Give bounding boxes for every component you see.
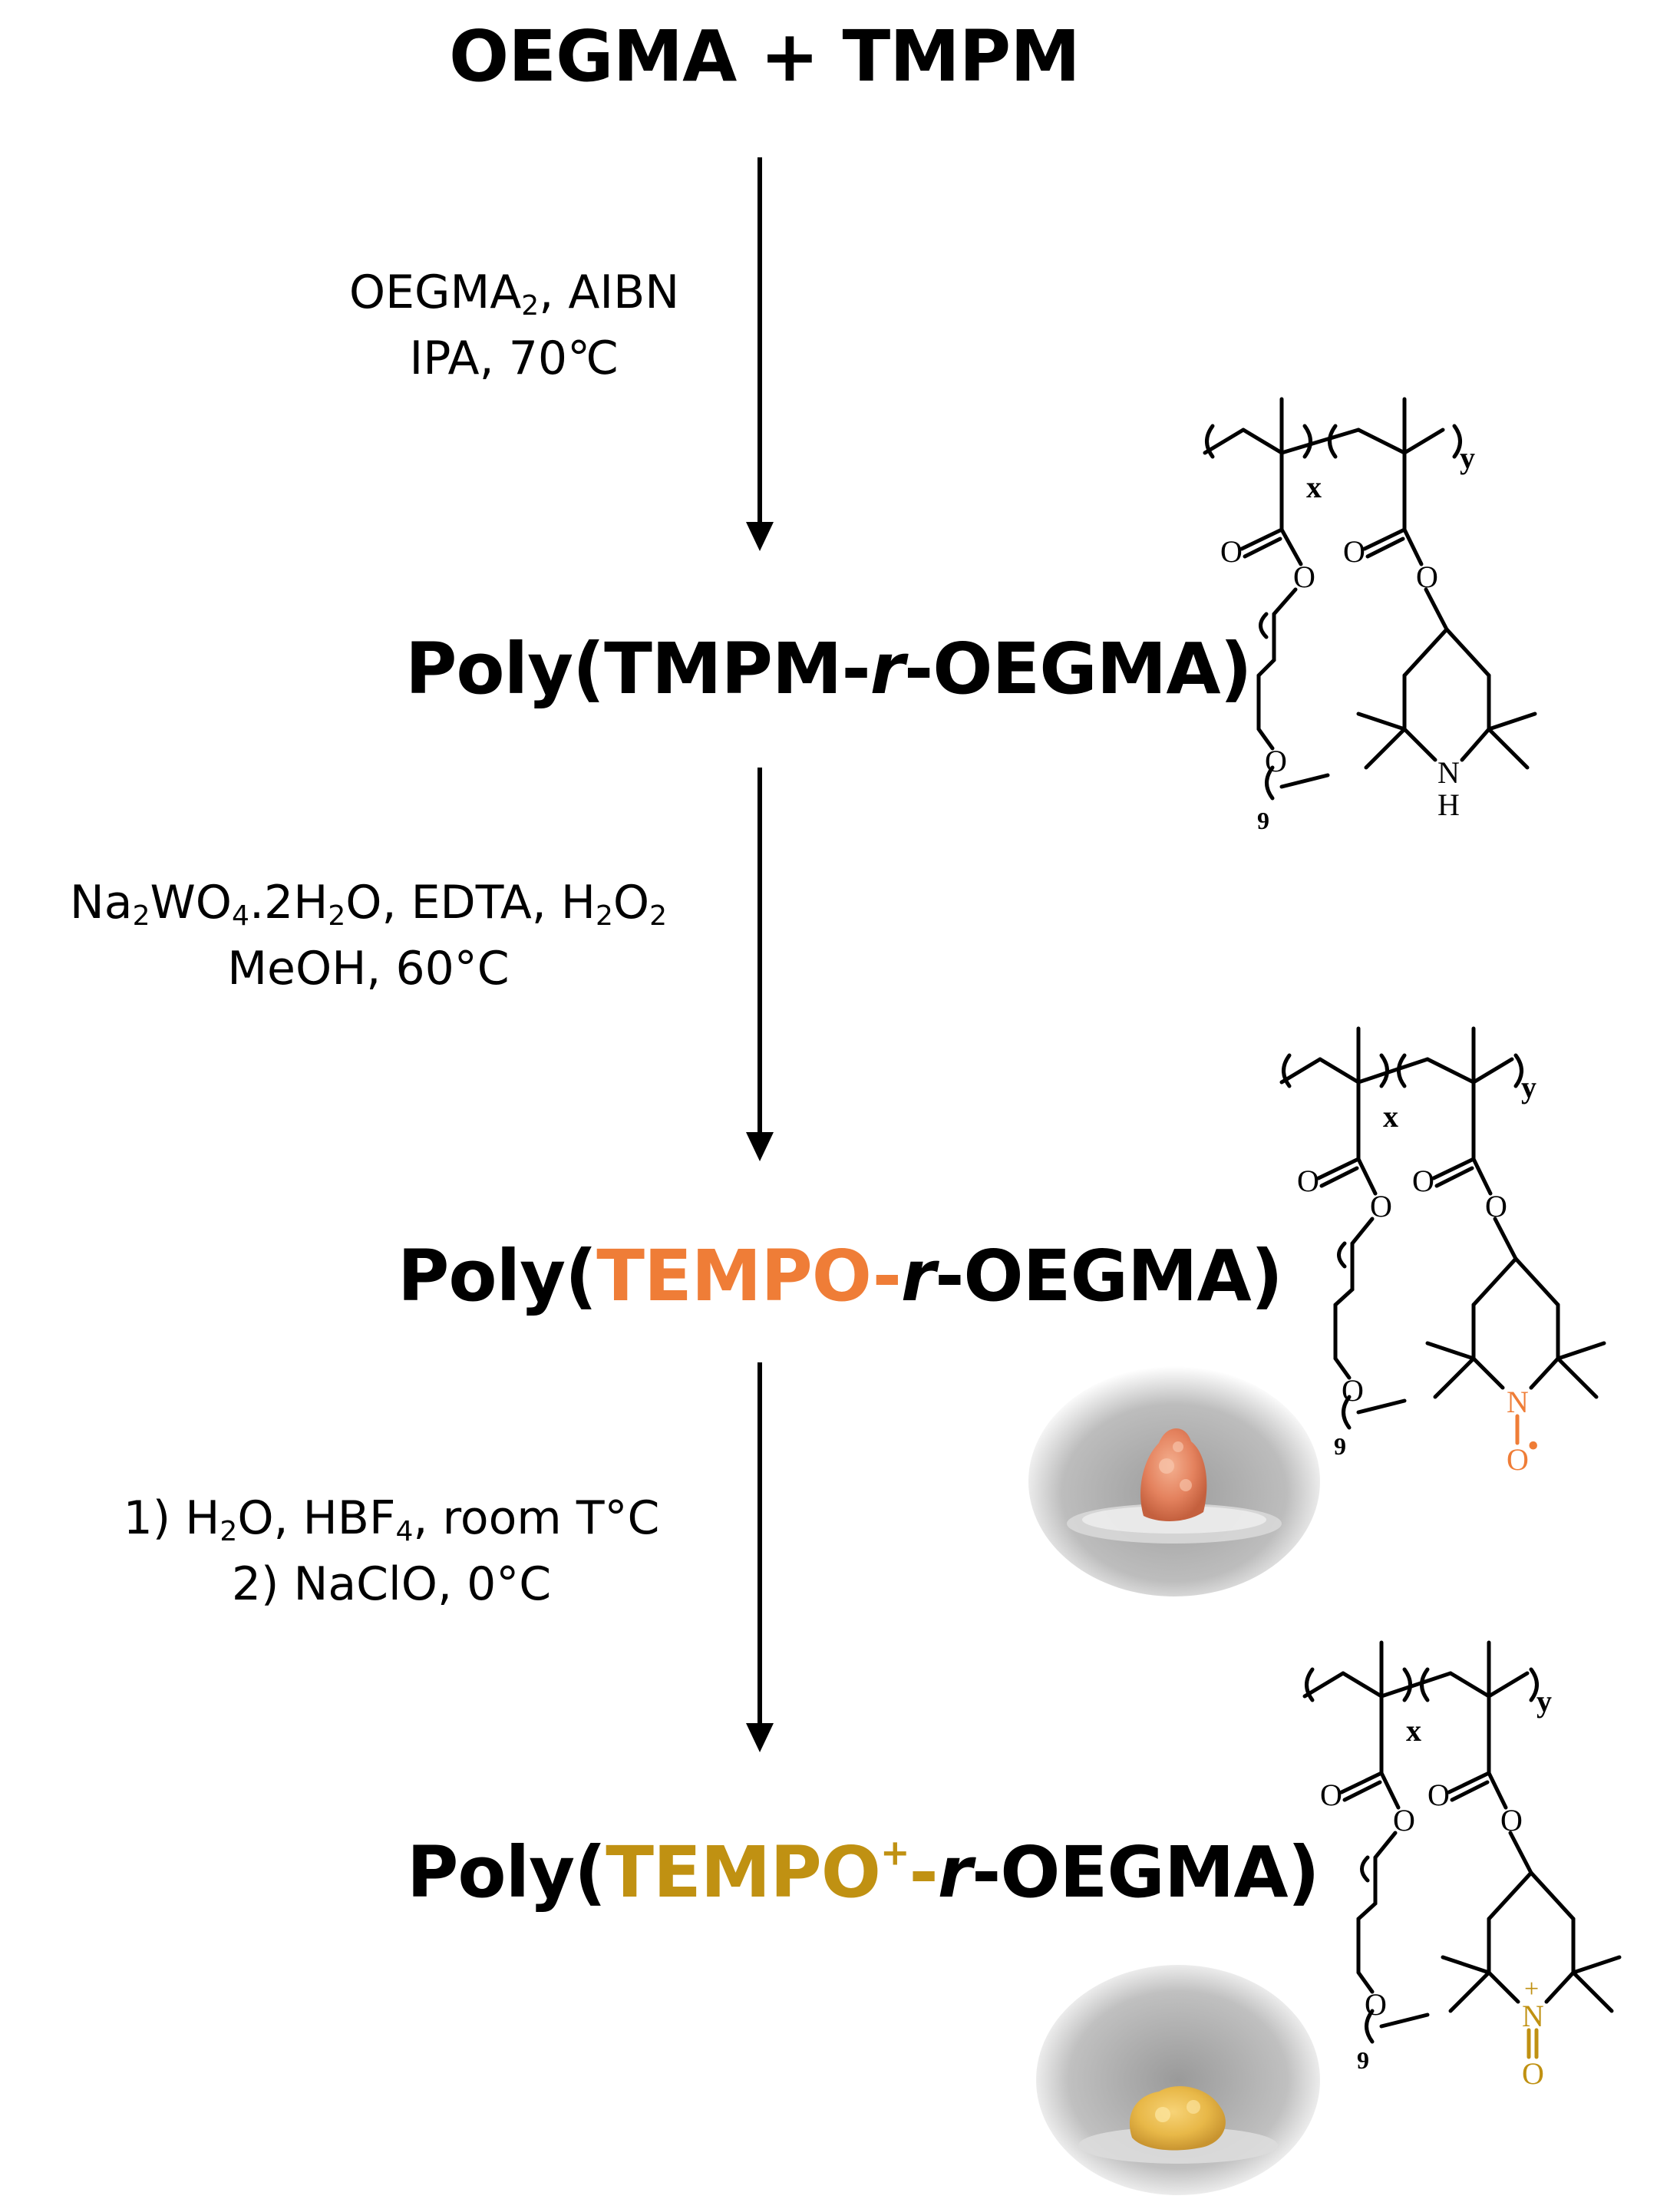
structure-tempo-oegma: x y 9 O O O O O N O • xyxy=(1279,1026,1606,1477)
positive-charge: + xyxy=(1524,1975,1539,2003)
atom-o-3: O xyxy=(1428,1778,1450,1812)
step2-t5: O xyxy=(612,876,650,929)
step2-t4: O, EDTA, H xyxy=(345,876,596,929)
step3-line1: 1) H2O, HBF4, room T°C xyxy=(77,1491,706,1546)
step2-line2: MeOH, 60°C xyxy=(227,942,510,995)
atom-o-2: O xyxy=(1293,560,1315,594)
product2-r: r xyxy=(900,1235,936,1317)
step1-line1: OEGMA2, AIBN xyxy=(307,265,721,320)
step1-conditions: OEGMA2, AIBN IPA, 70℃ xyxy=(307,265,721,386)
step2-s2: 4 xyxy=(232,900,249,932)
photo-tempoplus-polymer xyxy=(1036,1965,1320,2195)
photo-tempo-polymer xyxy=(1028,1366,1320,1596)
product2-tempo: TEMPO xyxy=(596,1235,873,1317)
starting-materials-title: OEGMA + TMPM xyxy=(449,15,1081,97)
subscript-y: y xyxy=(1460,441,1475,475)
bracket-x xyxy=(1302,424,1312,459)
product3-tempo: TEMPO xyxy=(606,1831,881,1913)
step1-initiator: , AIBN xyxy=(539,266,680,319)
product3-title: Poly(TEMPO+-r-OEGMA) xyxy=(407,1835,1320,1908)
step2-conditions: Na2WO4.2H2O, EDTA, H2O2 MeOH, 60°C xyxy=(12,875,725,996)
step3-line2: 2) NaClO, 0°C xyxy=(231,1557,552,1611)
arrow-3-head xyxy=(746,1723,774,1752)
atom-o-oxoammonium: O xyxy=(1522,2056,1544,2091)
atom-o-4: O xyxy=(1500,1803,1523,1837)
step3-t2: O, HBF xyxy=(237,1491,396,1545)
structure-tempoplus-oegma: x y 9 O O O O O N + O xyxy=(1302,1640,1622,2091)
step2-t2: WO xyxy=(150,876,233,929)
atom-o-3: O xyxy=(1412,1164,1434,1198)
atom-o-4: O xyxy=(1485,1189,1507,1223)
step2-s4: 2 xyxy=(596,900,613,932)
product3-prefix: Poly( xyxy=(407,1831,606,1913)
product1-prefix: Poly(TMPM- xyxy=(405,628,871,710)
radical-dot: • xyxy=(1527,1427,1539,1464)
step3-conditions: 1) H2O, HBF4, room T°C 2) NaClO, 0°C xyxy=(77,1491,706,1612)
bracket-y-left xyxy=(1328,424,1338,459)
step3-t3: , room T°C xyxy=(413,1491,660,1545)
step2-line1: Na2WO4.2H2O, EDTA, H2O2 xyxy=(12,875,725,930)
atom-o-5: O xyxy=(1342,1373,1364,1408)
atom-n: N xyxy=(1437,755,1460,790)
subscript-x: x xyxy=(1383,1099,1398,1134)
step2-s3: 2 xyxy=(328,900,346,932)
product3-suffix: -OEGMA) xyxy=(972,1831,1320,1913)
arrow-2-head xyxy=(746,1132,774,1161)
subscript-x: x xyxy=(1406,1713,1421,1748)
atom-o-1: O xyxy=(1297,1164,1319,1198)
product3-plus: + xyxy=(880,1831,910,1874)
atom-o-1: O xyxy=(1220,534,1243,569)
atom-n: N xyxy=(1507,1385,1529,1419)
subscript-y: y xyxy=(1521,1070,1536,1104)
bracket-left xyxy=(1205,424,1215,459)
product1-suffix: -OEGMA) xyxy=(904,628,1253,710)
product2-dash: - xyxy=(872,1235,902,1317)
step2-s1: 2 xyxy=(132,900,150,932)
atom-n-plus: N xyxy=(1522,1999,1544,2033)
product1-r: r xyxy=(870,628,905,710)
step2-t1: Na xyxy=(69,876,133,929)
atom-o-2: O xyxy=(1370,1189,1392,1223)
step1-sub: 2 xyxy=(521,290,540,322)
step3-t1: 1) H xyxy=(123,1491,220,1545)
atom-o-3: O xyxy=(1343,534,1365,569)
atom-h: H xyxy=(1437,787,1460,822)
atom-o-1: O xyxy=(1320,1778,1342,1812)
subscript-x: x xyxy=(1306,470,1322,504)
atom-o-5: O xyxy=(1365,1987,1387,2022)
atom-o-4: O xyxy=(1416,560,1438,594)
subscript-n: 9 xyxy=(1257,807,1269,834)
step2-s5: 2 xyxy=(649,900,668,932)
bracket-right xyxy=(1452,424,1462,459)
structure-tmpm-oegma: x y 9 O O O O O N H xyxy=(1203,397,1537,834)
step1-line2: IPA, 70℃ xyxy=(409,332,619,385)
atom-o-nitroxide: O xyxy=(1507,1442,1529,1477)
product2-suffix: -OEGMA) xyxy=(935,1235,1283,1317)
product3-dash: - xyxy=(909,1831,939,1913)
step3-s1: 2 xyxy=(219,1516,238,1547)
subscript-n: 9 xyxy=(1357,2046,1369,2074)
step3-s2: 4 xyxy=(395,1516,414,1547)
atom-o-5: O xyxy=(1265,744,1287,778)
product2-title: Poly(TEMPO-r-OEGMA) xyxy=(398,1241,1283,1312)
step1-reagent: OEGMA xyxy=(348,266,522,319)
subscript-n: 9 xyxy=(1334,1432,1346,1460)
atom-o-2: O xyxy=(1393,1803,1415,1837)
product1-title: Poly(TMPM-r-OEGMA) xyxy=(405,634,1253,705)
product3-r: r xyxy=(937,1831,972,1913)
step2-t3: .2H xyxy=(249,876,328,929)
subscript-y: y xyxy=(1536,1684,1552,1719)
arrow-1-head xyxy=(746,522,774,551)
product2-prefix: Poly( xyxy=(398,1235,597,1317)
